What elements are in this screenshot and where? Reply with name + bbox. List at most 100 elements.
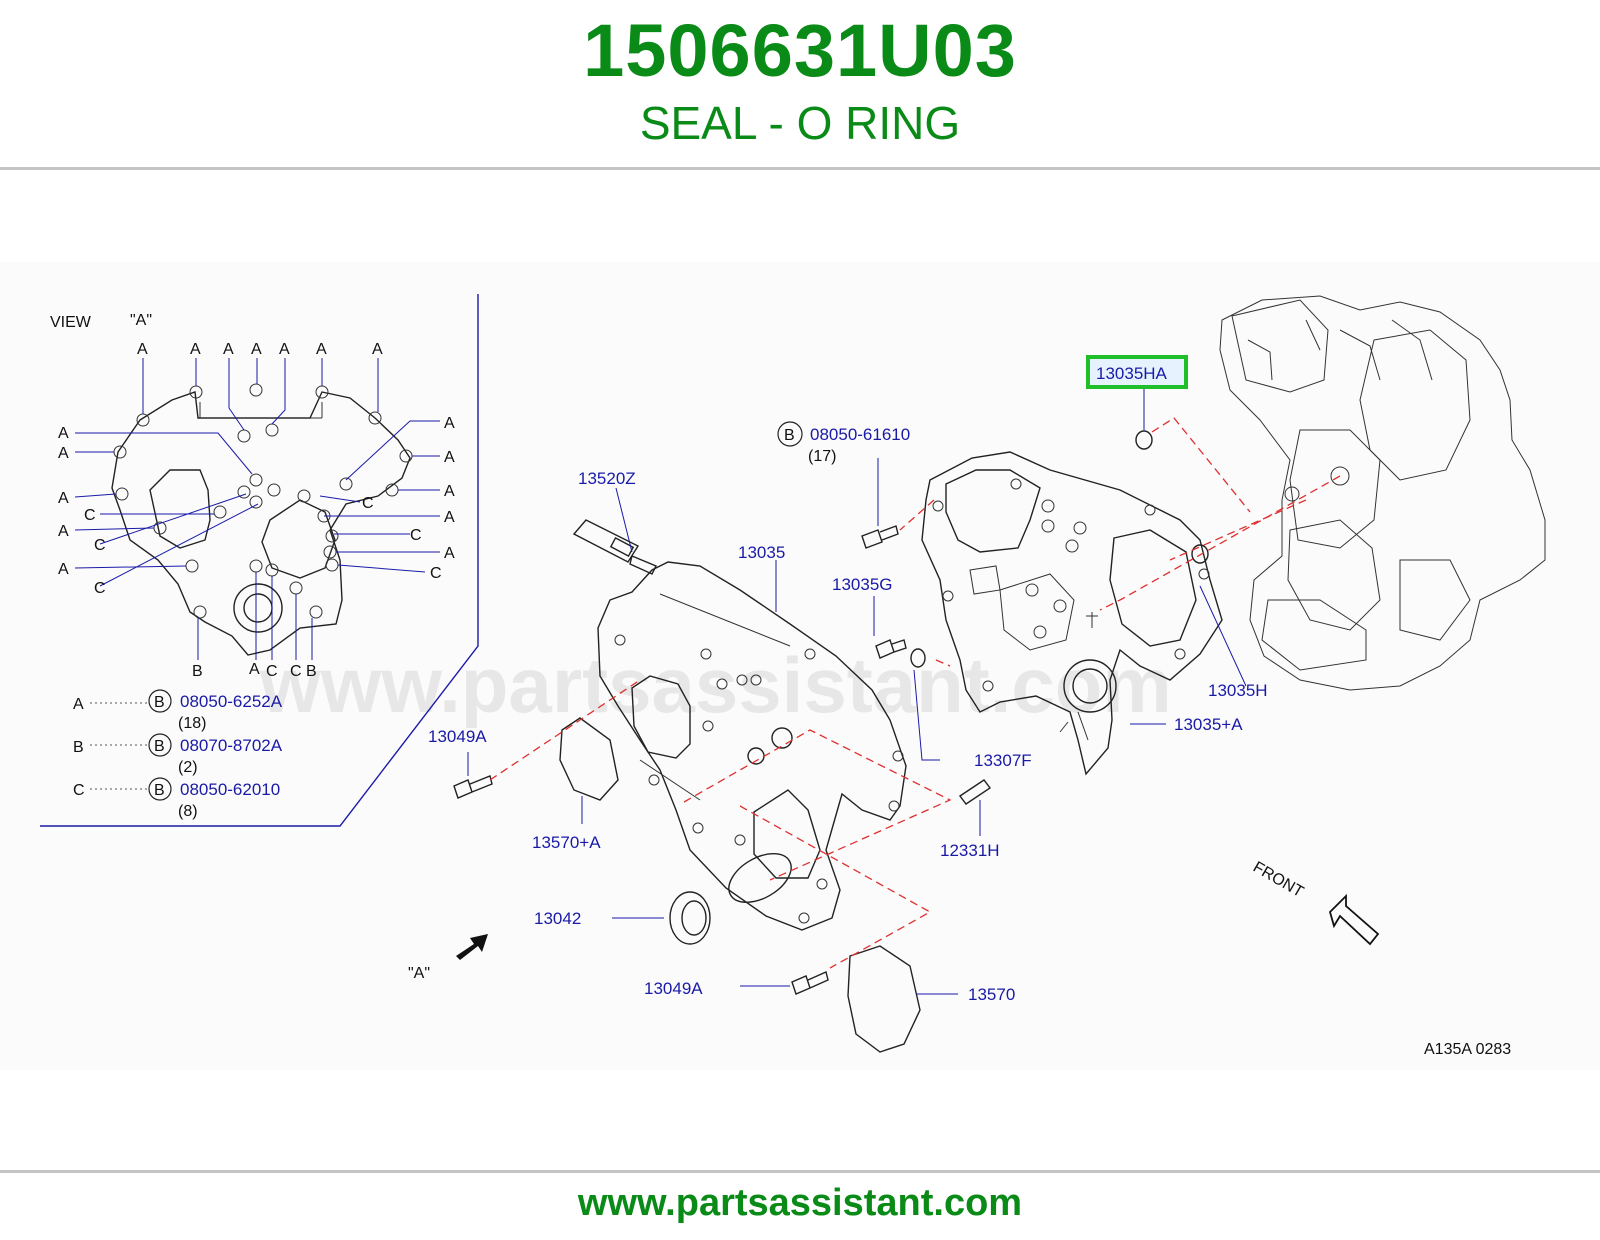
svg-text:A: A <box>58 425 69 442</box>
svg-text:B: B <box>154 782 165 799</box>
rear-timing-case <box>921 451 1223 776</box>
svg-text:A: A <box>372 341 383 358</box>
callout-13049a-top[interactable]: 13049A <box>428 727 487 746</box>
svg-text:A: A <box>444 415 455 432</box>
view-letters: A A A A A A A A A A C A C A C A A A C A … <box>58 341 455 680</box>
callout-08050-61610[interactable]: 08050-61610 <box>810 425 910 444</box>
svg-text:C: C <box>290 663 302 680</box>
view-cam-window <box>149 469 211 549</box>
svg-text:08070-8702A: 08070-8702A <box>180 736 283 755</box>
callout-13035g[interactable]: 13035G <box>832 575 893 594</box>
footer-divider <box>0 1170 1600 1173</box>
highlight-box-13035ha[interactable] <box>1086 355 1188 389</box>
view-a-arrow-label: "A" <box>408 965 430 982</box>
view-title: VIEW <box>50 314 92 331</box>
callout-13035ha[interactable]: 13035HA <box>1096 364 1168 383</box>
svg-text:C: C <box>94 580 106 597</box>
svg-text:C: C <box>430 565 442 582</box>
svg-text:A: A <box>444 509 455 526</box>
front-timing-cover <box>597 561 907 931</box>
svg-text:A: A <box>316 341 327 358</box>
header: 1506631U03 SEAL - O RING <box>0 0 1600 168</box>
bolt-13049a-top <box>453 775 493 799</box>
callout-13570[interactable]: 13570 <box>968 985 1015 1004</box>
svg-text:A: A <box>190 341 201 358</box>
svg-text:08050-62010: 08050-62010 <box>180 780 280 799</box>
callout-13307f[interactable]: 13307F <box>974 751 1032 770</box>
o-ring-13035ha <box>1135 430 1153 450</box>
svg-text:A: A <box>73 696 84 713</box>
svg-text:B: B <box>154 694 165 711</box>
callout-13520z[interactable]: 13520Z <box>578 469 636 488</box>
view-a-inset: VIEW "A" <box>40 294 479 827</box>
washer-13307f <box>910 648 926 668</box>
svg-text:A: A <box>444 449 455 466</box>
svg-text:A: A <box>279 341 290 358</box>
svg-text:A: A <box>58 445 69 462</box>
gasket-13570a <box>559 717 619 801</box>
svg-text:(8): (8) <box>178 803 198 820</box>
svg-text:B: B <box>192 663 203 680</box>
svg-text:(2): (2) <box>178 759 198 776</box>
callout-12331h[interactable]: 12331H <box>940 841 1000 860</box>
callout-13570plusa[interactable]: 13570+A <box>532 833 601 852</box>
view-legend: A B 08050-6252A (18) B B 08070-8702A (2)… <box>73 689 283 820</box>
callout-13035plusa[interactable]: 13035+A <box>1174 715 1243 734</box>
callout-13035h[interactable]: 13035H <box>1208 681 1268 700</box>
front-indicator: FRONT <box>1250 859 1380 946</box>
watermark-text: www.partsassistant.com <box>259 641 1172 729</box>
svg-text:C: C <box>84 507 96 524</box>
svg-text:08050-6252A: 08050-6252A <box>180 692 283 711</box>
header-divider <box>0 167 1600 170</box>
o-ring-lower <box>1191 544 1209 564</box>
svg-text:A: A <box>444 483 455 500</box>
view-a-arrow: "A" <box>408 934 488 982</box>
svg-text:C: C <box>362 495 374 512</box>
stud-13035g <box>875 639 907 659</box>
svg-text:(18): (18) <box>178 715 206 732</box>
svg-text:B: B <box>73 739 84 756</box>
svg-text:A: A <box>223 341 234 358</box>
engine-block-drawing <box>1219 295 1546 691</box>
svg-text:B: B <box>784 427 795 444</box>
svg-text:C: C <box>266 663 278 680</box>
figure-code: A135A 0283 <box>1424 1041 1511 1058</box>
callout-13035[interactable]: 13035 <box>738 543 785 562</box>
part-number-title: 1506631U03 <box>583 9 1017 92</box>
svg-text:C: C <box>94 537 106 554</box>
dowel-12331h <box>958 779 992 805</box>
svg-text:A: A <box>249 661 260 678</box>
seal-13042 <box>669 891 711 945</box>
svg-text:B: B <box>306 663 317 680</box>
svg-text:A: A <box>58 523 69 540</box>
view-pump-window <box>261 499 336 579</box>
view-ref: "A" <box>130 312 152 329</box>
diagram-background <box>0 262 1600 1070</box>
view-top-bracket <box>199 402 323 419</box>
view-cover-outline <box>111 391 411 656</box>
callout-13042[interactable]: 13042 <box>534 909 581 928</box>
callout-08050-61610-qty: (17) <box>808 448 836 465</box>
dipstick-13520z <box>572 519 657 575</box>
svg-text:B: B <box>154 738 165 755</box>
svg-text:A: A <box>58 561 69 578</box>
cover-13570 <box>847 945 921 1053</box>
callout-leaders <box>467 384 1247 995</box>
view-crank-inner <box>243 593 273 623</box>
assembly-lines <box>489 417 1341 969</box>
callout-labels: 13035HA B 08050-61610 (17) 13520Z 13035 … <box>428 364 1268 1004</box>
footer-url[interactable]: www.partsassistant.com <box>577 1182 1023 1224</box>
legend-row-a: A B 08050-6252A (18) <box>73 689 283 732</box>
bolt-13049a-bottom <box>791 971 829 995</box>
svg-text:A: A <box>444 545 455 562</box>
svg-text:A: A <box>137 341 148 358</box>
bolt-08050-61610 <box>861 525 899 549</box>
svg-text:A: A <box>251 341 262 358</box>
front-arrow-icon <box>1328 893 1380 946</box>
front-label: FRONT <box>1250 859 1306 901</box>
callout-13049a-bottom[interactable]: 13049A <box>644 979 703 998</box>
legend-row-c: C B 08050-62010 (8) <box>73 777 280 820</box>
view-leaders <box>74 358 440 660</box>
svg-text:A: A <box>58 490 69 507</box>
